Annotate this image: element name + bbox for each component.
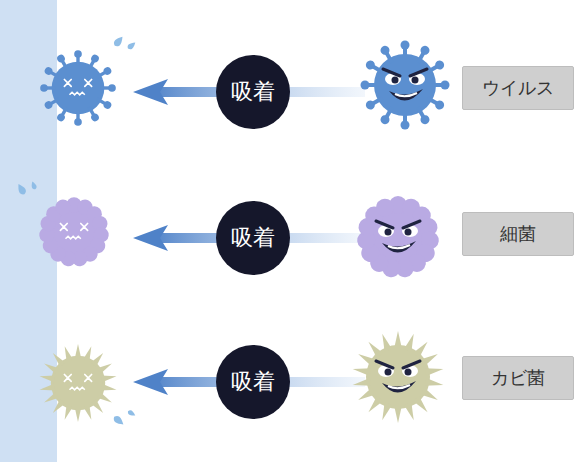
- node-text: 吸着: [231, 77, 275, 107]
- germ-label-box: カビ菌: [462, 356, 574, 400]
- droplets: [16, 34, 137, 427]
- adsorb-circle: 吸着: [216, 55, 290, 129]
- adsorbed-germs: [38, 50, 117, 422]
- node-text: ウイルス: [482, 76, 554, 100]
- germ-label-box: ウイルス: [462, 66, 574, 110]
- adsorb-circle: 吸着: [216, 345, 290, 419]
- node-text: カビ菌: [491, 366, 545, 390]
- germ-label-box: 細菌: [462, 212, 574, 256]
- node-text: 吸着: [231, 223, 275, 253]
- adsorb-circle: 吸着: [216, 201, 290, 275]
- active-germs: [352, 41, 449, 424]
- node-text: 細菌: [500, 222, 536, 246]
- node-text: 吸着: [231, 367, 275, 397]
